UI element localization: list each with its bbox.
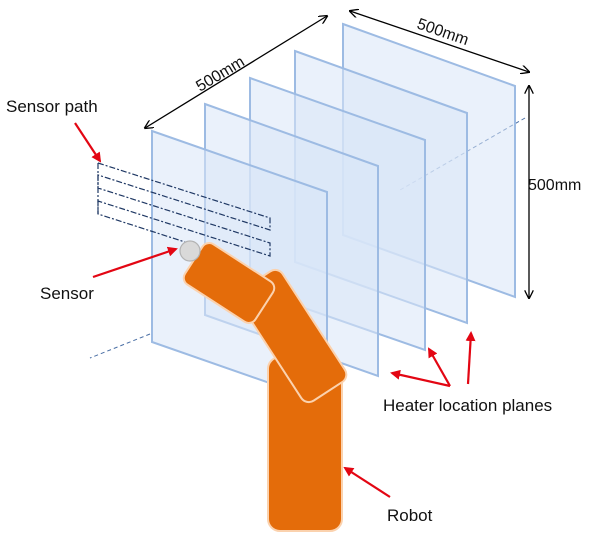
dim-line-top-depth xyxy=(145,16,327,128)
sensor-path xyxy=(97,162,271,257)
label-dim-height: 500mm xyxy=(528,177,581,194)
sensor-head xyxy=(179,240,201,262)
label-dim-top-depth: 500mm xyxy=(193,53,247,95)
arrow-robot xyxy=(343,466,391,498)
label-sensor: Sensor xyxy=(40,284,94,303)
robot xyxy=(179,240,348,532)
axis-line-front xyxy=(89,333,151,359)
label-sensor-path: Sensor path xyxy=(6,97,98,116)
label-dim-top-width: 500mm xyxy=(415,16,471,49)
dimension-lines xyxy=(145,11,529,298)
dim-line-top-width xyxy=(350,11,529,72)
arrow-heater-2 xyxy=(428,347,451,387)
arrow-heater-1 xyxy=(390,369,451,388)
arrow-sensor xyxy=(92,246,178,279)
annotation-arrows xyxy=(74,122,476,498)
arrow-heater-3 xyxy=(465,331,476,385)
label-heater-planes: Heater location planes xyxy=(383,396,552,415)
arrow-sensor-path xyxy=(74,122,102,163)
label-robot: Robot xyxy=(387,506,433,525)
